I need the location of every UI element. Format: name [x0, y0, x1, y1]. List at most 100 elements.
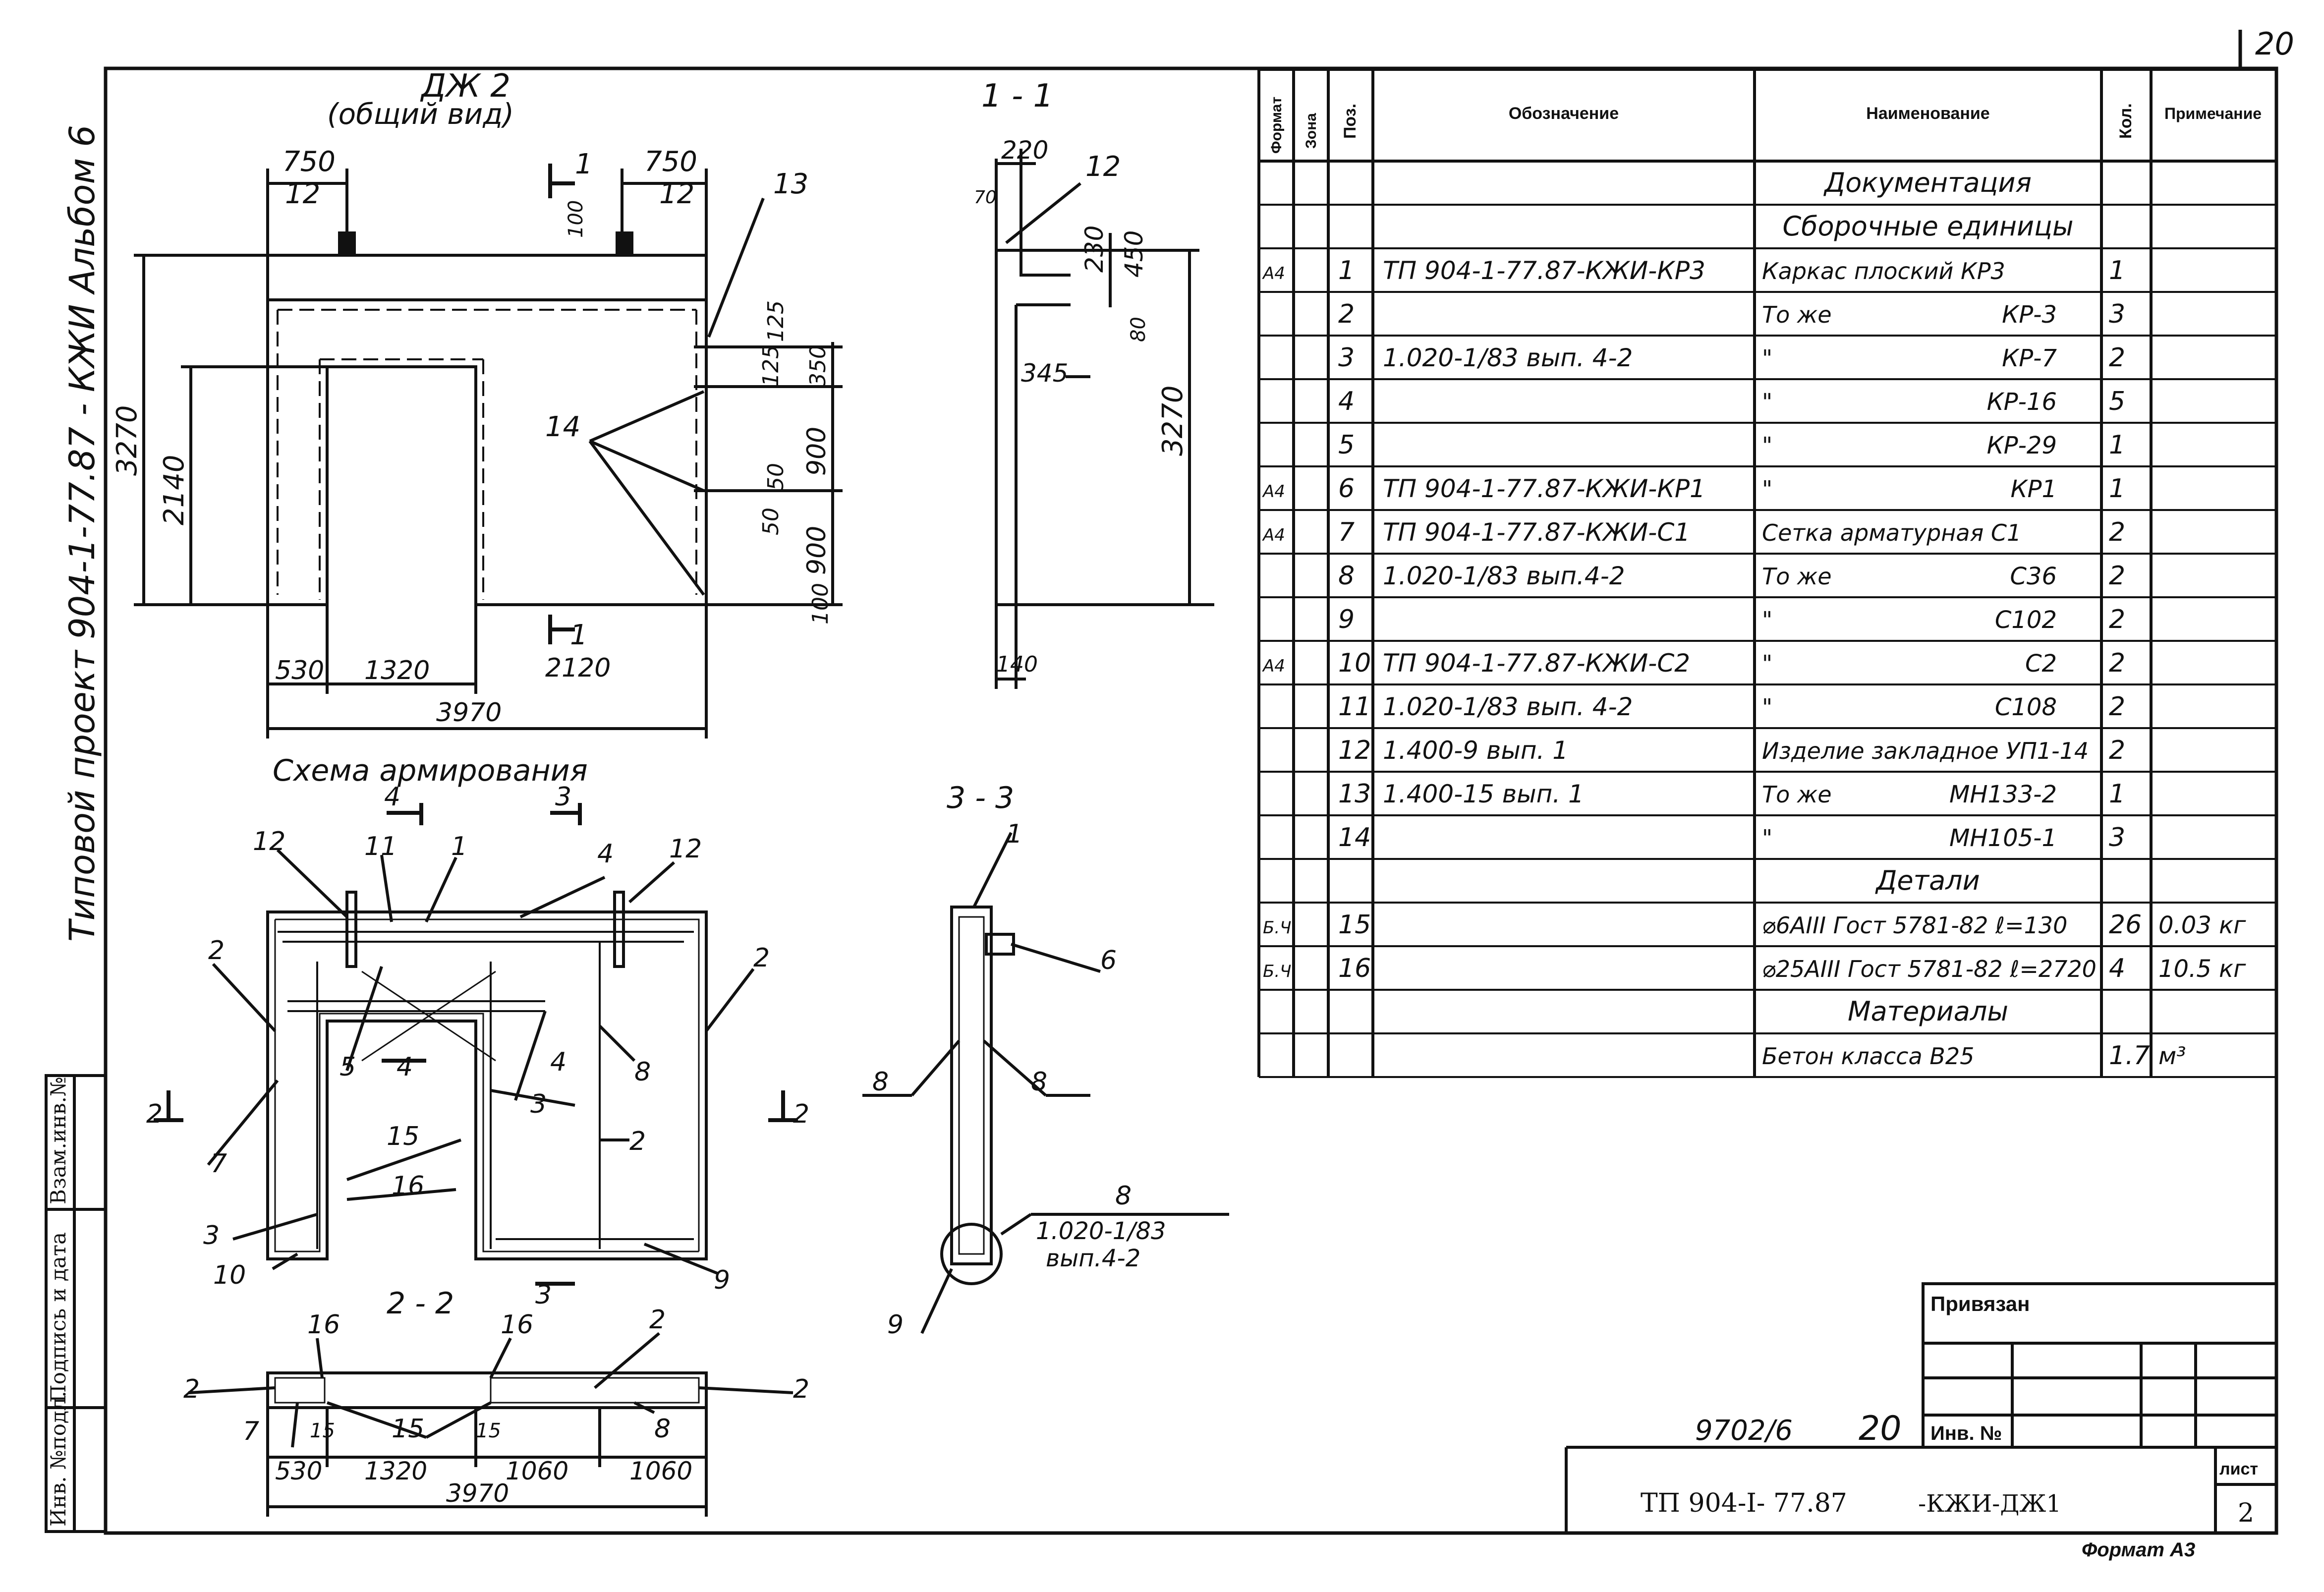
rs-label-3-top: 3 [555, 782, 571, 812]
rs-label-2-left: 2 [208, 936, 225, 966]
spec-row-section: Сборочные единицы [1782, 211, 2073, 242]
spec-row-pos: 16 [1338, 954, 1371, 983]
title-stamp: Привязан Инв. № 9702/6 20 ТП 904-I- 77.8… [1565, 1282, 2278, 1561]
spec-row-name: " [1762, 476, 1772, 503]
s2-label-15b: 15 [392, 1414, 424, 1444]
gv-dim-50a: 50 [763, 463, 789, 491]
spec-row-pos: 9 [1338, 605, 1355, 634]
stamp-list-label: лист [2219, 1460, 2258, 1478]
s2-dim-3970: 3970 [446, 1479, 509, 1508]
spec-row-pos: 13 [1338, 779, 1371, 809]
spec-row-pos: 11 [1338, 692, 1371, 722]
s2-label-16-right: 16 [501, 1310, 533, 1340]
spec-row-name2: С102 [1995, 606, 2057, 634]
stamp-label-inv: Инв. №подл. [46, 1391, 70, 1527]
rs-label-1: 1 [451, 832, 467, 861]
spec-row-qty: 2 [2109, 561, 2125, 591]
stamp-inv: Инв. № [1930, 1422, 2002, 1444]
gv-dim-125b: 125 [758, 345, 784, 387]
spec-row-qty: 2 [2109, 517, 2125, 547]
spec-row-code: 1.400-15 вып. 1 [1383, 780, 1584, 808]
spec-row-pos: 3 [1338, 343, 1355, 373]
s1-title: 1 - 1 [981, 78, 1053, 114]
spec-row-name2: КР1 [2010, 475, 2057, 503]
rs-label-4-mid: 4 [397, 1052, 413, 1082]
rs-label-16: 16 [392, 1171, 424, 1201]
gv-dim-900a: 900 [802, 427, 832, 476]
spec-row-pos: 12 [1338, 736, 1371, 765]
rs-label-10: 10 [213, 1260, 246, 1290]
gv-dim-900b: 900 [802, 526, 832, 575]
spec-row-name: Каркас плоский КР3 [1762, 258, 2005, 284]
spec-row-name2: МН105-1 [1949, 824, 2057, 852]
s3-title: 3 - 3 [947, 781, 1014, 815]
s1-dim-230: 230 [1080, 226, 1109, 273]
spec-row-pos: 8 [1338, 561, 1355, 591]
stamp-label-vzam: Взам.инв.№ [46, 1077, 70, 1204]
spec-row-name: " [1762, 389, 1772, 415]
section-3-3: 3 - 3 1 6 8 8 8 9 1.020-1/83 вып.4-2 [862, 781, 1229, 1340]
rs-label-5: 5 [340, 1052, 356, 1082]
s1-dim-80: 80 [1127, 317, 1150, 342]
spec-row-pos: 6 [1338, 474, 1355, 504]
spec-row-note: м³ [2158, 1042, 2186, 1070]
s2-label-8: 8 [654, 1414, 671, 1444]
s3-label-8-right: 8 [1031, 1067, 1047, 1097]
side-title: Типовой проект 904-1-77.87 - КЖИ Альбом … [62, 125, 103, 942]
gv-pos-14: 14 [545, 411, 580, 443]
s2-label-16-left: 16 [307, 1310, 340, 1340]
s1-dim-70: 70 [974, 187, 997, 208]
s2-label-2-left: 2 [183, 1374, 200, 1404]
spec-row-qty: 2 [2109, 343, 2125, 373]
rs-label-3-left: 3 [203, 1221, 220, 1251]
rs-label-2-inner: 2 [629, 1127, 646, 1156]
spec-row-code: ТП 904-1-77.87-КЖИ-С2 [1383, 649, 1690, 678]
s1-dim-450: 450 [1120, 230, 1148, 278]
stamp-format: Формат А3 [2082, 1539, 2195, 1561]
stamp-designation: ТП 904-I- 77.87 [1641, 1488, 1847, 1518]
gv-dim-3970: 3970 [436, 698, 502, 728]
spec-row-qty: 1.7 [2109, 1041, 2150, 1071]
stamp-privyazan: Привязан [1930, 1292, 2030, 1315]
gv-pos-12-left: 12 [285, 178, 320, 210]
stamp-list-num: 2 [2238, 1498, 2254, 1528]
spec-row-pos: 5 [1338, 430, 1355, 460]
spec-row-pos: 7 [1338, 517, 1355, 547]
spec-row-qty: 3 [2109, 299, 2125, 329]
spec-header-name: Наименование [1866, 104, 1989, 123]
spec-row-qty: 1 [2109, 474, 2125, 504]
gv-dim-3270: 3270 [111, 405, 143, 476]
spec-row-qty: 1 [2109, 256, 2125, 285]
s3-label-8-note: 8 [1115, 1181, 1132, 1211]
section-2-2: 2 - 2 16 16 2 2 2 7 15 15 [183, 1286, 809, 1517]
rs-label-12-right: 12 [669, 834, 702, 864]
spec-row-code: 1.020-1/83 вып. 4-2 [1383, 343, 1633, 372]
spec-row-code: 1.020-1/83 вып.4-2 [1383, 562, 1625, 590]
spec-row-qty: 26 [2109, 910, 2142, 940]
spec-row-section: Документация [1823, 167, 2032, 198]
spec-row-format: Б.Ч. [1263, 918, 1297, 938]
left-stamp [45, 1074, 107, 1533]
spec-row-pos: 15 [1338, 910, 1371, 940]
spec-row-qty: 2 [2109, 736, 2125, 765]
s2-label-2-right: 2 [793, 1374, 809, 1404]
s3-label-8-left: 8 [872, 1067, 889, 1097]
spec-row-name: " [1762, 345, 1772, 372]
spec-row-pos: 10 [1338, 648, 1371, 678]
spec-row-name: " [1762, 694, 1772, 721]
s3-label-6: 6 [1100, 946, 1117, 975]
spec-row-name: " [1762, 432, 1772, 459]
spec-row-format: Б.Ч. [1263, 962, 1297, 981]
gv-pos-12-right: 12 [659, 178, 694, 210]
gv-pos-13: 13 [773, 168, 808, 200]
spec-row-code: ТП 904-1-77.87-КЖИ-С1 [1383, 518, 1690, 547]
gv-dim-50b: 50 [758, 508, 784, 535]
spec-row-pos: 4 [1338, 387, 1355, 416]
spec-header-code: Обозначение [1509, 104, 1619, 123]
spec-row-name2: МН133-2 [1949, 781, 2057, 808]
gv-dim-100b: 100 [808, 583, 833, 625]
spec-header-qty: Кол. [2116, 103, 2135, 139]
spec-row-format: А4 [1262, 264, 1285, 284]
spec-row-name2: С2 [2025, 650, 2057, 678]
